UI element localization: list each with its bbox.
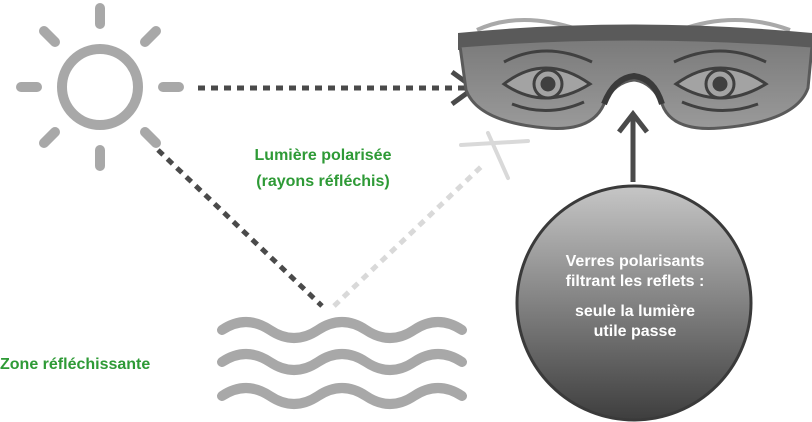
lens-info-line2: filtrant les reflets : [565,273,705,290]
arrow-icon [617,109,649,134]
lens-info-line1: Verres polarisants [565,253,705,270]
polarized-light-line1: Lumière polarisée [254,147,392,164]
lens-info-line4: utile passe [593,323,677,340]
reflected-ray [332,162,486,308]
sun-icon [16,3,184,171]
polarized-light-line2: (rayons réfléchis) [256,173,390,190]
incident-ray [156,148,324,308]
waves-icon [217,317,467,409]
lens-info-line3: seule la lumière [574,303,696,320]
reflective-zone-label: Zone réfléchissante [0,356,151,373]
lens-info-text: Verres polarisants filtrant les reflets … [518,252,752,342]
lens-info-circle [515,184,753,422]
sunglasses-icon [458,18,812,130]
cross-icon [459,131,530,180]
polarized-light-label: Lumière polarisée (rayons réfléchis) [228,143,418,195]
